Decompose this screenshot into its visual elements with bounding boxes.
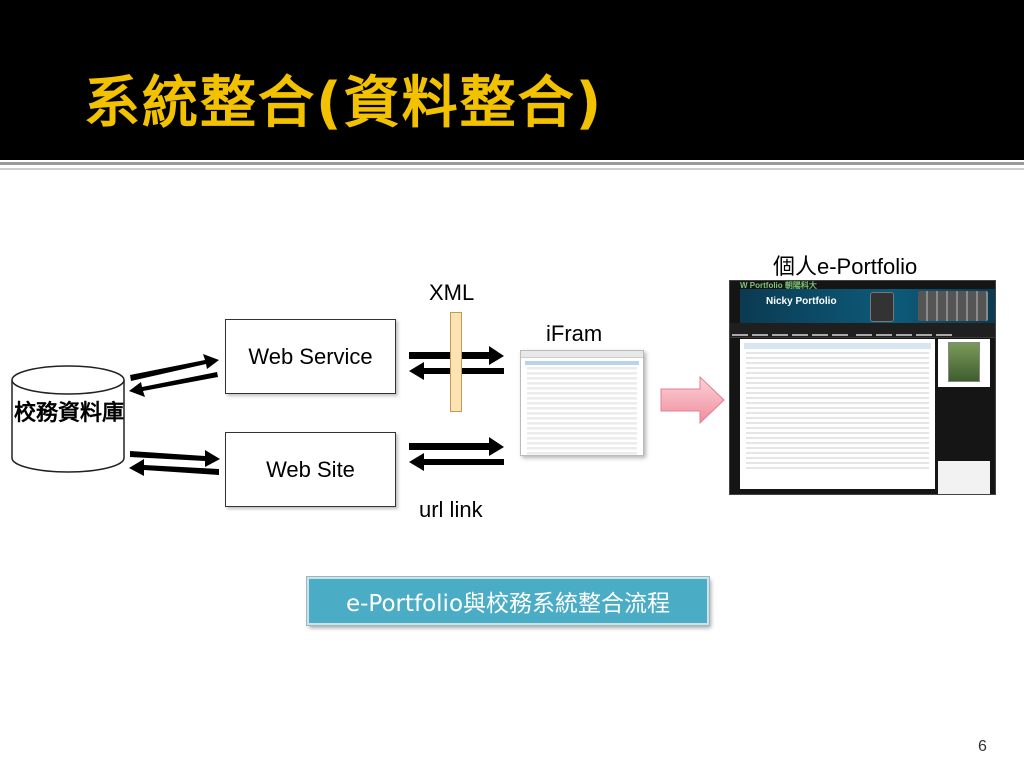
header-divider-secondary <box>0 168 1024 170</box>
portfolio-nav <box>730 323 995 338</box>
iframe-label: iFram <box>546 321 603 346</box>
xml-label: XML <box>429 280 475 305</box>
iframe-thumbnail <box>520 350 644 456</box>
xml-divider-bar <box>450 312 462 412</box>
portfolio-name: Nicky Portfolio <box>766 296 837 307</box>
pink-right-arrow <box>660 375 725 425</box>
url-link-label: url link <box>419 497 483 522</box>
page-number: 6 <box>978 738 987 755</box>
thumbnail-toolbar <box>521 351 643 358</box>
database-cylinder <box>11 365 125 473</box>
website-iframe-arrows <box>409 437 504 471</box>
title-bar: 系統整合(資料整合) <box>0 0 1024 160</box>
header-divider <box>0 162 1024 165</box>
database-label: 校務資料庫 <box>14 401 125 426</box>
profile-photo <box>948 342 980 382</box>
thumbnail-header <box>525 361 639 365</box>
diagram-caption: e-Portfolio與校務系統整合流程 <box>306 576 710 626</box>
web-site-label: Web Site <box>266 456 355 482</box>
web-service-label: Web Service <box>248 343 373 369</box>
phone-image <box>870 292 894 322</box>
portfolio-brand: W Portfolio 朝陽科大 <box>740 281 817 290</box>
portfolio-sidebar-links <box>938 461 990 494</box>
portfolio-screenshot: W Portfolio 朝陽科大 Nicky Portfolio <box>729 280 996 495</box>
db-webservice-arrows <box>129 354 219 397</box>
phones-image <box>918 291 988 321</box>
portfolio-label: 個人e-Portfolio <box>773 254 918 279</box>
db-website-arrows <box>129 450 220 476</box>
slide-title: 系統整合(資料整合) <box>84 71 604 136</box>
web-site-box: Web Site <box>225 432 396 507</box>
portfolio-content <box>740 339 935 489</box>
web-service-box: Web Service <box>225 319 396 394</box>
